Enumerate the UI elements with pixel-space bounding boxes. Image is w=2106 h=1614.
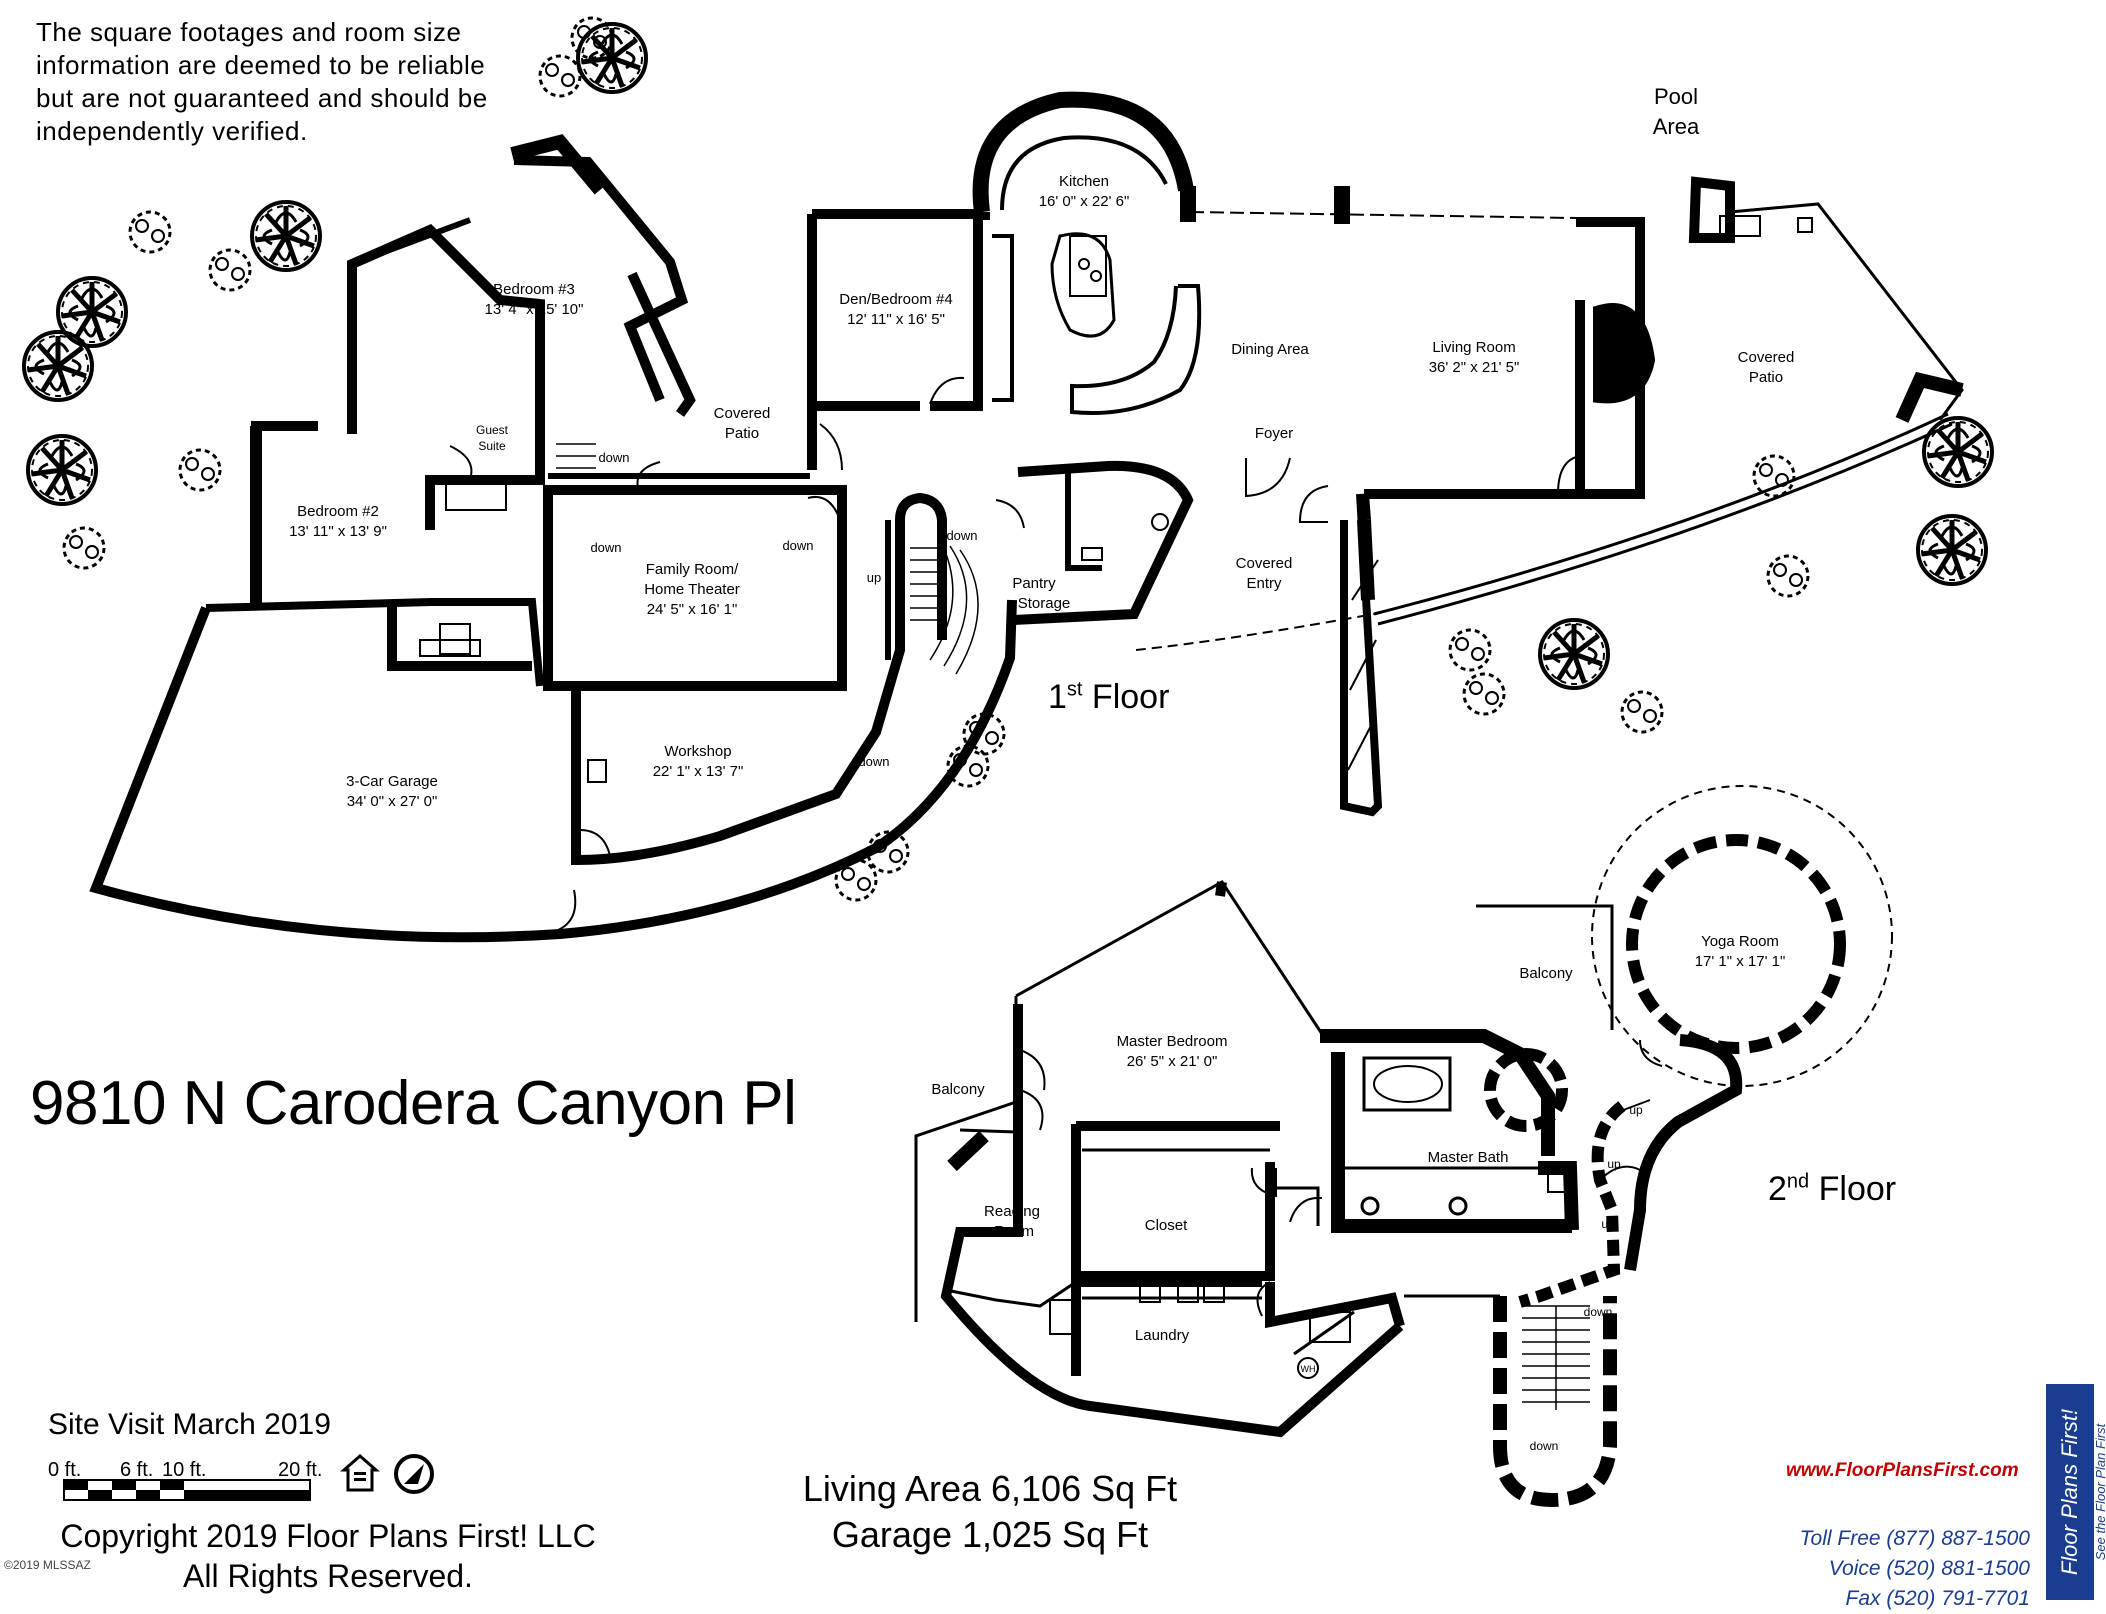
mls-watermark: ©2019 MLSSAZ <box>4 1558 91 1572</box>
room-kitchen-size: 16' 0" x 22' 6" <box>1039 193 1130 210</box>
room-family-line2: Home Theater <box>644 581 740 598</box>
room-closet-name: Closet <box>1145 1217 1188 1234</box>
stair-label-up-1: up <box>867 570 881 585</box>
copyright-block: Copyright 2019 Floor Plans First! LLC Al… <box>48 1516 608 1596</box>
room-pantry-line1: Pantry <box>1012 575 1056 592</box>
second-floor-word: Floor <box>1809 1170 1897 1208</box>
voice-phone: Voice (520) 881-1500 <box>1828 1557 2030 1580</box>
room-bed3-size: 13' 4" x 15' 10" <box>485 301 584 318</box>
equal-housing-icon <box>340 1454 380 1492</box>
room-pool-line1: Pool <box>1654 84 1698 109</box>
room-reading-line2: Room <box>994 1223 1034 1240</box>
room-patio-right-line2: Patio <box>1749 369 1783 386</box>
stair-label-down-7: down <box>1530 1439 1559 1453</box>
scale-label-20: 20 ft. <box>278 1459 322 1481</box>
disclaimer-text: The square footages and room size inform… <box>36 17 488 146</box>
room-mbath-name: Master Bath <box>1428 1149 1509 1166</box>
site-visit-date: Site Visit March 2019 <box>48 1408 331 1441</box>
contact-phones: Toll Free (877) 887-1500 Voice (520) 881… <box>1760 1524 2030 1614</box>
room-den-name: Den/Bedroom #4 <box>839 291 952 308</box>
second-floor-suffix: nd <box>1786 1170 1810 1193</box>
copyright-line2: All Rights Reserved. <box>183 1558 473 1594</box>
brand-logo-strip <box>2046 1384 2094 1600</box>
room-living-name: Living Room <box>1432 339 1515 356</box>
stair-label-up-3: up <box>1607 1157 1621 1171</box>
toll-free-phone: Toll Free (877) 887-1500 <box>1799 1527 2030 1550</box>
scale-label-6: 6 ft. <box>120 1459 153 1481</box>
room-patio-mid-line1: Covered <box>714 405 771 422</box>
scale-bar: 0 ft. 6 ft. 10 ft. 20 ft. <box>48 1454 434 1501</box>
room-entry-line2: Entry <box>1246 575 1282 592</box>
brand-logo-text: Floor Plans First! <box>2057 1408 2082 1576</box>
stair-label-down-1: down <box>598 450 629 465</box>
stair-label-up-2: up <box>1629 1103 1643 1117</box>
copyright-line1: Copyright 2019 Floor Plans First! LLC <box>60 1518 596 1554</box>
room-pool-line2: Area <box>1653 114 1700 139</box>
room-yoga-name: Yoga Room <box>1701 933 1779 950</box>
scale-label-0: 0 ft. <box>48 1459 81 1481</box>
garage-area-text: Garage 1,025 Sq Ft <box>831 1514 1149 1555</box>
room-guest-line1: Guest <box>476 423 509 437</box>
fax-number: Fax (520) 791-7701 <box>1845 1587 2030 1610</box>
room-laundry-name: Laundry <box>1135 1327 1190 1344</box>
stair-label-down-2: down <box>590 540 621 555</box>
room-living-size: 36' 2" x 21' 5" <box>1429 359 1520 376</box>
first-floor-details <box>419 215 1813 931</box>
scale-label-10: 10 ft. <box>162 1459 206 1481</box>
water-heater-label: WH <box>1301 1364 1316 1374</box>
second-floor-num: 2 <box>1768 1170 1787 1208</box>
landscaping-trees <box>24 16 1992 902</box>
area-summary: Living Area 6,106 Sq Ft Garage 1,025 Sq … <box>780 1466 1200 1558</box>
room-labels-second-floor: Balcony Yoga Room 17' 1" x 17' 1" Master… <box>931 933 1785 1453</box>
room-family-size: 24' 5" x 16' 1" <box>647 601 738 618</box>
room-labels-first-floor: Kitchen 16' 0" x 22' 6" Pool Area Bedroo… <box>289 84 1794 810</box>
room-den-size: 12' 11" x 16' 5" <box>847 311 945 328</box>
stair-label-down-3: down <box>782 538 813 553</box>
brand-tagline: See the Floor Plan First <box>2093 1423 2106 1561</box>
room-reading-line1: Reading <box>984 1203 1040 1220</box>
room-balcony-top-name: Balcony <box>1519 965 1573 982</box>
room-family-line1: Family Room/ <box>646 561 739 578</box>
room-bed2-size: 13' 11" x 13' 9" <box>289 523 387 540</box>
compass-icon <box>394 1454 434 1494</box>
first-floor-word: Floor <box>1082 678 1170 716</box>
first-floor-suffix: st <box>1066 678 1083 701</box>
first-floor-num: 1 <box>1048 678 1067 716</box>
room-yoga-size: 17' 1" x 17' 1" <box>1695 953 1786 970</box>
room-master-size: 26' 5" x 21' 0" <box>1127 1053 1218 1070</box>
stair-label-down-6: down <box>1584 1305 1613 1319</box>
room-garage-name: 3-Car Garage <box>346 773 438 790</box>
room-pantry-line2: Storage <box>1018 595 1071 612</box>
room-dining-name: Dining Area <box>1231 341 1309 358</box>
property-address: 9810 N Carodera Canyon Pl <box>30 1069 797 1138</box>
room-foyer-name: Foyer <box>1255 425 1293 442</box>
room-garage-size: 34' 0" x 27' 0" <box>347 793 438 810</box>
room-patio-mid-line2: Patio <box>725 425 759 442</box>
stair-label-down-5: down <box>858 754 889 769</box>
room-master-name: Master Bedroom <box>1117 1033 1228 1050</box>
stair-label-up-4: up <box>1601 1217 1615 1231</box>
second-floor-details <box>1019 1039 1663 1410</box>
first-floor-walls <box>89 91 1964 943</box>
room-kitchen-name: Kitchen <box>1059 173 1109 190</box>
room-balcony-left-name: Balcony <box>931 1081 985 1098</box>
room-entry-line1: Covered <box>1236 555 1293 572</box>
website-link[interactable]: www.FloorPlansFirst.com <box>1786 1460 2019 1481</box>
room-bed2-name: Bedroom #2 <box>297 503 379 520</box>
room-workshop-name: Workshop <box>664 743 731 760</box>
living-area-text: Living Area 6,106 Sq Ft <box>802 1468 1178 1509</box>
stair-label-down-4: down <box>946 528 977 543</box>
room-workshop-size: 22' 1" x 13' 7" <box>653 763 744 780</box>
first-floor-label: 1st Floor <box>1048 678 1169 717</box>
second-floor-label: 2nd Floor <box>1768 1170 1896 1209</box>
room-guest-line2: Suite <box>478 439 506 453</box>
room-bed3-name: Bedroom #3 <box>493 281 575 298</box>
room-patio-right-line1: Covered <box>1738 349 1795 366</box>
second-floor-walls <box>914 785 1893 1508</box>
